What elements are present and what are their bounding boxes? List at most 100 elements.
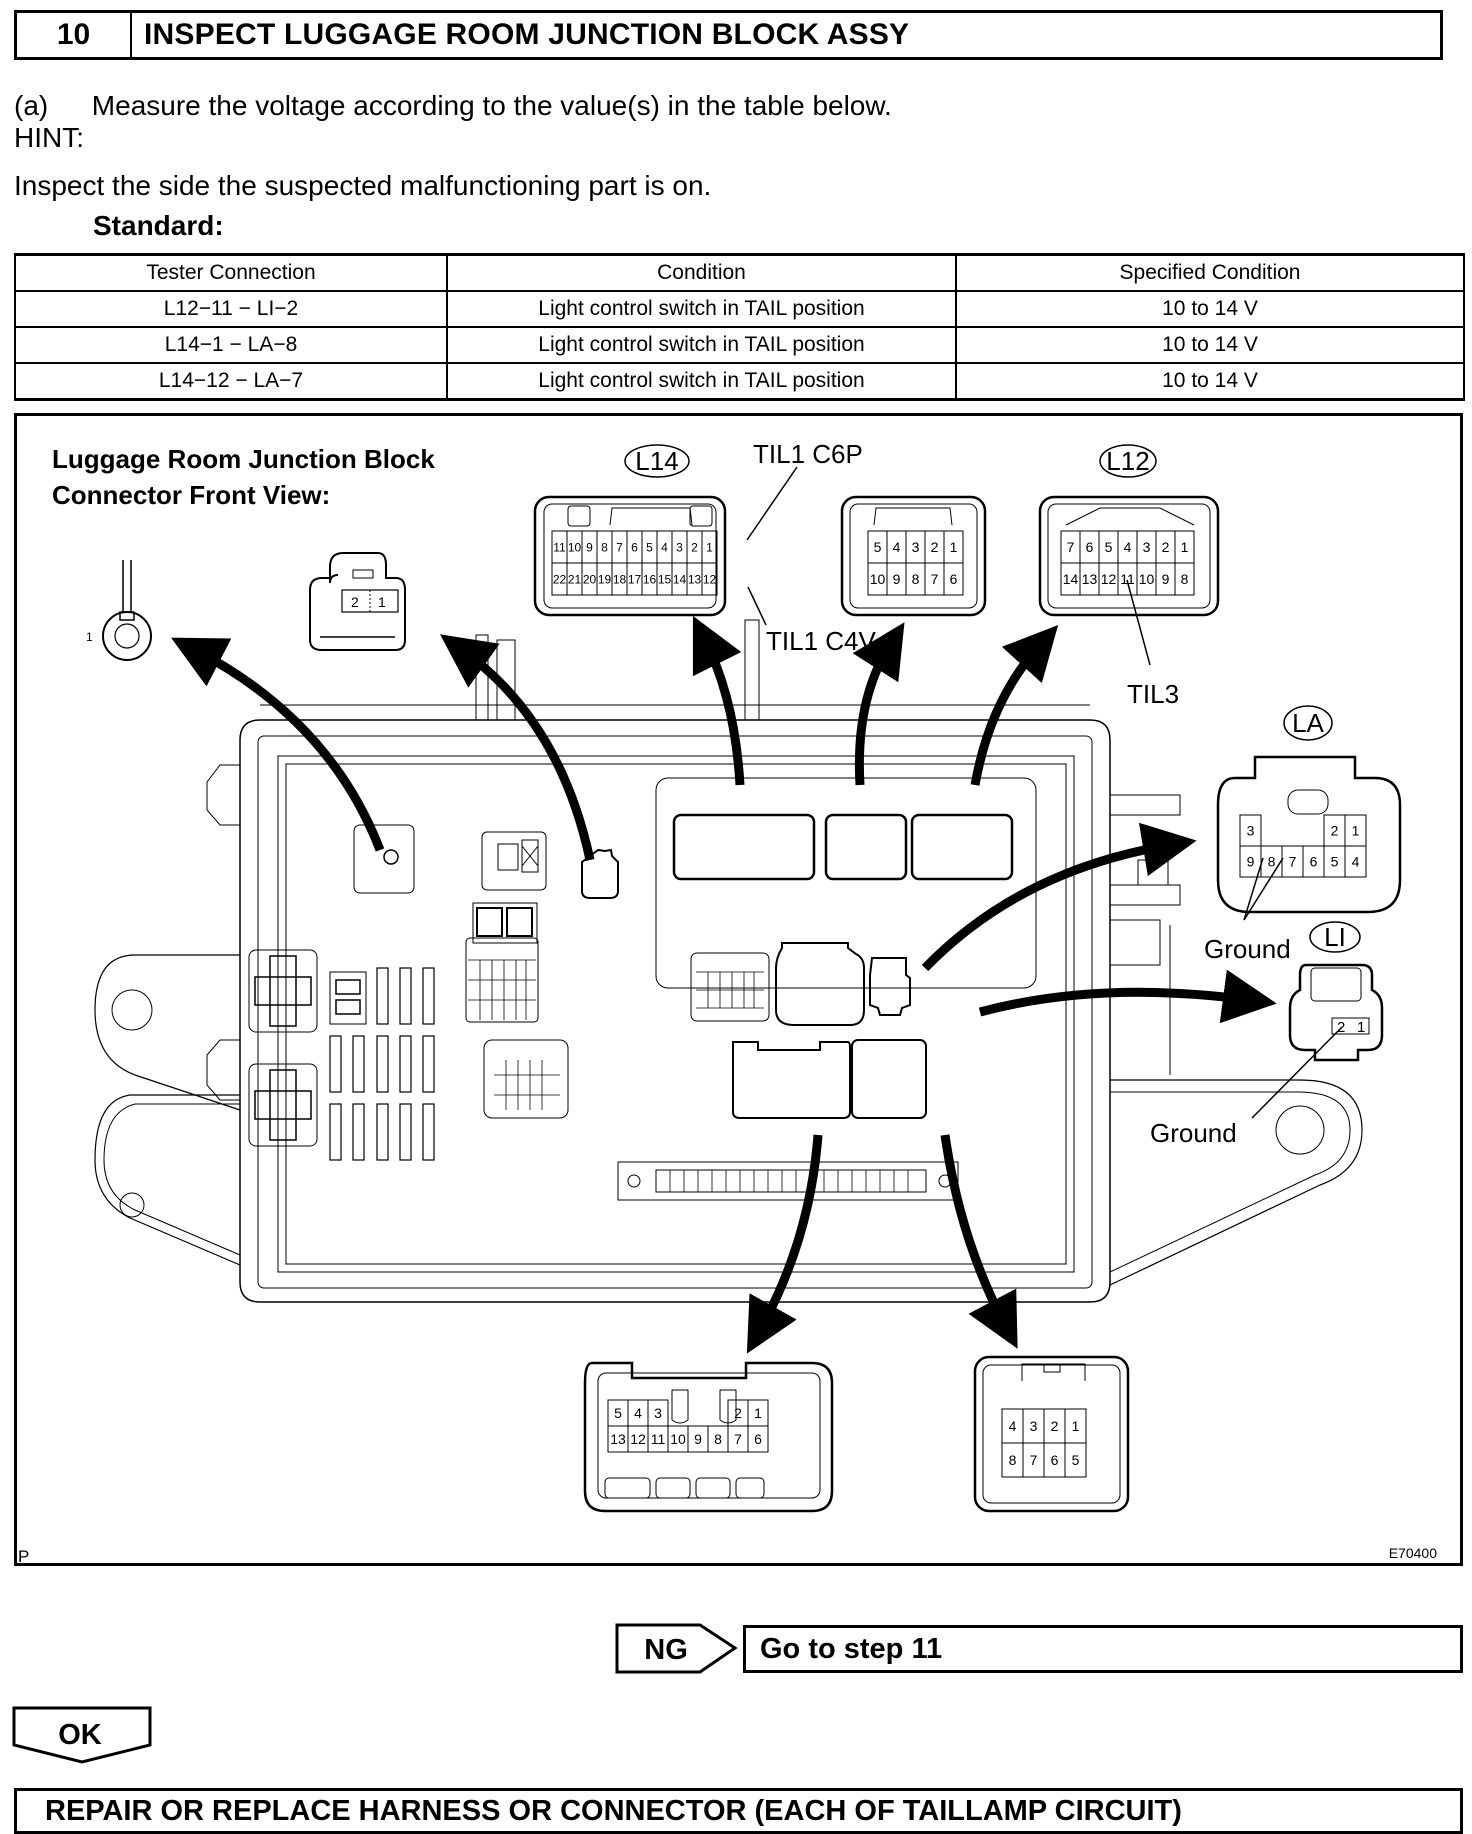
ring-terminal-connector — [102, 560, 152, 661]
step-title: INSPECT LUGGAGE ROOM JUNCTION BLOCK ASSY — [144, 18, 910, 51]
pin-number: 6 — [754, 1431, 762, 1447]
hint-text: Inspect the side the suspected malfuncti… — [14, 170, 712, 201]
pin-number: 2 — [691, 540, 698, 554]
li-ground-label: Ground — [1150, 1118, 1237, 1148]
pin-number: 6 — [631, 540, 638, 554]
pin-number: 3 — [1143, 539, 1151, 555]
col-header: Specified Condition — [955, 253, 1465, 292]
til3-label: TIL3 — [1127, 679, 1179, 709]
eight-pin-connector — [973, 1355, 1130, 1513]
ok-action-box: REPAIR OR REPLACE HARNESS OR CONNECTOR (… — [14, 1788, 1463, 1834]
pin-number: 1 — [706, 540, 713, 554]
la-connector — [1216, 755, 1402, 914]
pin-number: 13 — [1082, 571, 1098, 587]
pin-number: 10 — [568, 540, 582, 554]
pin-number: 7 — [1030, 1452, 1038, 1468]
arrow-to-l14 — [692, 615, 745, 786]
step-header: 10 INSPECT LUGGAGE ROOM JUNCTION BLOCK A… — [14, 10, 1443, 60]
thirteen-pin-connector — [583, 1361, 834, 1513]
item-text: Measure the voltage according to the val… — [91, 90, 892, 121]
pin-number: 5 — [874, 539, 882, 555]
diagram-frame — [14, 413, 1463, 1566]
table-cell: 10 to 14 V — [955, 326, 1465, 364]
table-cell: Light control switch in TAIL position — [446, 362, 957, 401]
two-pin-connector — [309, 552, 406, 651]
spec-table: Tester Connection Condition Specified Co… — [14, 253, 1465, 401]
pin-number: 13 — [610, 1431, 626, 1447]
pin-number: 1 — [1072, 1418, 1080, 1434]
ng-badge-shape — [615, 1623, 738, 1674]
ok-action-text: REPAIR OR REPLACE HARNESS OR CONNECTOR (… — [45, 1794, 1182, 1827]
pin-cell — [1174, 562, 1195, 596]
pin-number: 5 — [1331, 854, 1339, 870]
pin-number: 10 — [670, 1431, 686, 1447]
pin-number: 2 — [931, 539, 939, 555]
arrow-to-ten-pin — [852, 622, 905, 786]
col-header: Condition — [446, 253, 957, 292]
pin-number: 11 — [1120, 571, 1135, 587]
ng-action-box[interactable]: Go to step 11 — [743, 1625, 1463, 1673]
l14-label-ellipse — [624, 444, 690, 478]
pin-number: 13 — [688, 572, 702, 586]
pin-number: 19 — [598, 572, 612, 586]
pin-number: 4 — [1352, 854, 1360, 870]
arrow-to-two-pin — [440, 634, 595, 861]
arrow-to-eight-pin — [940, 1134, 1018, 1349]
pin-number: 3 — [1247, 823, 1255, 839]
li-label-ellipse — [1309, 921, 1361, 953]
pin-cell — [1064, 1442, 1087, 1478]
pin-number: 12 — [630, 1431, 646, 1447]
pin-number: 12 — [703, 572, 717, 586]
pin-number: 5 — [614, 1405, 622, 1421]
arrow-to-l12 — [970, 625, 1059, 786]
pin-number: 8 — [714, 1431, 722, 1447]
arrows — [171, 615, 1277, 1354]
ng-action-text: Go to step 11 — [760, 1632, 943, 1665]
standard-label: Standard: — [93, 210, 224, 241]
pin-number: 9 — [893, 571, 901, 587]
arrow-to-ring-terminal — [171, 637, 385, 852]
pin-number: 4 — [1124, 539, 1132, 555]
pin-number: 1 — [754, 1405, 762, 1421]
step-number: 10 — [17, 13, 132, 57]
l12-label-ellipse — [1099, 444, 1157, 478]
ok-label: OK — [58, 1719, 102, 1751]
table-row: L14−12 − LA−7 Light control switch in TA… — [14, 362, 1465, 401]
pin-number: 11 — [651, 1431, 666, 1447]
til1-c6p-label: TIL1 C6P — [753, 439, 863, 469]
hint-label: HINT: — [14, 122, 84, 153]
li-ground-leader — [1251, 1026, 1343, 1119]
col-header: Tester Connection — [14, 253, 448, 292]
pin-cell — [701, 562, 718, 596]
pin-number: 5 — [1072, 1452, 1080, 1468]
pin-number: 4 — [661, 540, 668, 554]
li-connector — [1288, 963, 1384, 1062]
pin-number: 10 — [1139, 571, 1155, 587]
diagram-heading-line2: Connector Front View: — [52, 480, 330, 510]
l14-connector — [533, 495, 727, 617]
arrow-to-la — [921, 822, 1197, 972]
pin-number: 22 — [553, 572, 567, 586]
pin-cell — [943, 562, 964, 596]
table-header-row: Tester Connection Condition Specified Co… — [14, 253, 1465, 292]
pin-number: 5 — [1105, 539, 1113, 555]
pin-number: 3 — [654, 1405, 662, 1421]
pin-number: 2 — [1051, 1418, 1059, 1434]
pin-cell — [1344, 845, 1367, 878]
pin-number: 2 — [1162, 539, 1170, 555]
l12-connector — [1038, 495, 1220, 617]
pin-number: 1 — [950, 539, 958, 555]
pin-number: 1 — [1181, 539, 1189, 555]
pin-number: 8 — [1268, 854, 1276, 870]
la-ground-label: Ground — [1204, 934, 1291, 964]
pin-number: 7 — [616, 540, 623, 554]
pin-number: 7 — [931, 571, 939, 587]
pin-number: 21 — [568, 572, 582, 586]
junction-block-body — [94, 619, 1363, 1303]
la-label-ellipse — [1283, 705, 1333, 741]
pin-number: 11 — [553, 540, 566, 554]
